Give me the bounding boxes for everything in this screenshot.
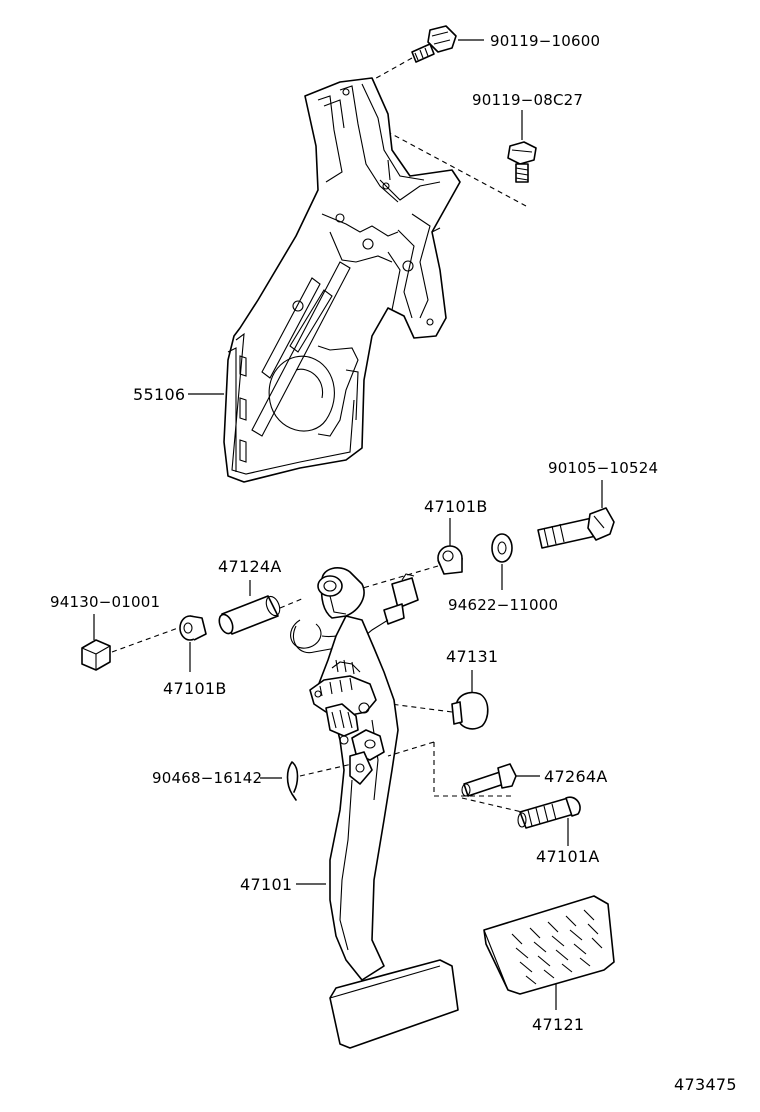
bolt-90119-10600[interactable] bbox=[411, 25, 457, 63]
dash-line-spring bbox=[461, 797, 523, 813]
dash-line-nut bbox=[111, 627, 179, 653]
pedal-support-bracket-55106[interactable] bbox=[223, 77, 461, 483]
pin-47264a[interactable] bbox=[461, 763, 517, 797]
bushing-47101b-bottom[interactable] bbox=[179, 615, 207, 641]
collar-47124a[interactable] bbox=[217, 594, 283, 635]
diagram-id: 473475 bbox=[674, 1075, 737, 1094]
dash-line-bolt-08c27 bbox=[387, 131, 527, 207]
label-47101b-top: 47101B bbox=[424, 497, 488, 516]
stopper-cap-47131[interactable] bbox=[451, 691, 489, 730]
bolt-90119-08c27[interactable] bbox=[507, 141, 537, 183]
label-90119-08c27: 90119−08C27 bbox=[472, 91, 583, 109]
label-47101a: 47101A bbox=[536, 847, 600, 866]
dash-line-collar bbox=[279, 597, 305, 609]
label-47101b-bottom: 47101B bbox=[163, 679, 227, 698]
brake-pedal-arm-47101[interactable] bbox=[290, 567, 459, 1049]
label-90105-10524: 90105−10524 bbox=[548, 459, 658, 477]
label-90468-16142: 90468−16142 bbox=[152, 769, 262, 787]
label-47101: 47101 bbox=[240, 875, 292, 894]
label-94622-11000: 94622−11000 bbox=[448, 596, 558, 614]
pedal-pad-47121[interactable] bbox=[483, 895, 615, 995]
label-47131: 47131 bbox=[446, 647, 498, 666]
label-47124a: 47124A bbox=[218, 557, 282, 576]
nut-94130-01001[interactable] bbox=[81, 639, 111, 671]
label-90119-10600: 90119−10600 bbox=[490, 32, 600, 50]
bolt-90105-10524[interactable] bbox=[537, 507, 615, 549]
label-47264a: 47264A bbox=[544, 767, 608, 786]
washer-94622-11000[interactable] bbox=[491, 533, 513, 563]
clip-90468-16142[interactable] bbox=[286, 761, 299, 801]
label-94130-01001: 94130−01001 bbox=[50, 593, 160, 611]
label-47121: 47121 bbox=[532, 1015, 584, 1034]
label-55106: 55106 bbox=[133, 385, 185, 404]
spring-47101a[interactable] bbox=[517, 796, 581, 829]
dash-bracket-pin bbox=[387, 741, 512, 797]
bushing-47101b-top[interactable] bbox=[437, 545, 463, 575]
dash-line-cap bbox=[359, 699, 453, 713]
